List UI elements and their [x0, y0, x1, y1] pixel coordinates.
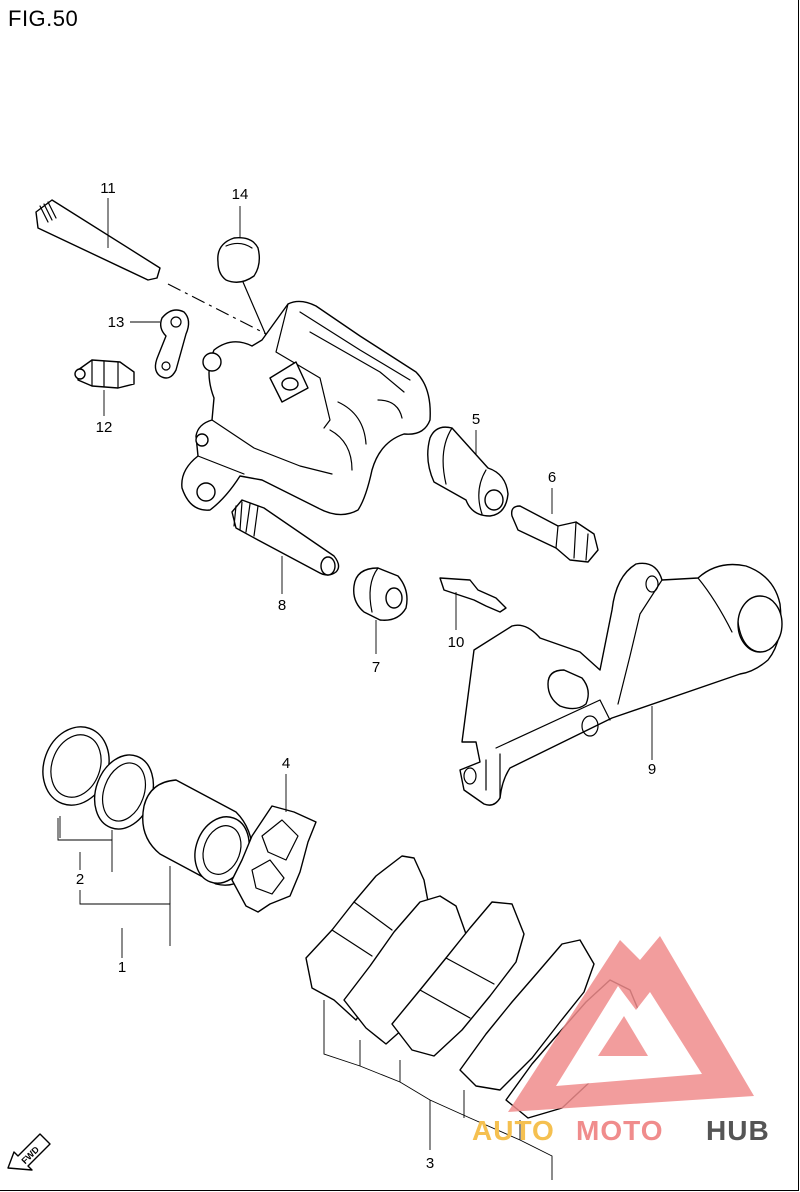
callout-11: 11 — [100, 180, 116, 197]
part-9-bracket — [459, 562, 783, 806]
part-6-bolt — [510, 505, 599, 563]
part-11-pad-pin — [35, 199, 279, 341]
caliper-body — [181, 300, 431, 516]
leader-lines — [57, 198, 653, 1180]
part-13-clip — [154, 309, 190, 379]
callout-14: 14 — [232, 186, 249, 203]
part-1-piston — [142, 779, 254, 886]
part-5-sleeve — [427, 426, 509, 517]
part-14-cap — [217, 237, 269, 341]
watermark-text-moto: MOTO — [576, 1115, 663, 1146]
callout-6: 6 — [548, 469, 556, 486]
callout-5: 5 — [472, 411, 480, 428]
callout-7: 7 — [372, 659, 380, 676]
callout-10: 10 — [448, 634, 465, 651]
part-7-boot — [353, 567, 408, 621]
callout-labels: 11 14 13 12 5 6 8 7 10 9 4 2 1 3 — [76, 180, 656, 1172]
fwd-direction-marker: FWD — [7, 1133, 51, 1171]
part-12-bleeder-valve — [74, 359, 135, 389]
part-10-pad-spring — [439, 577, 507, 613]
callout-4: 4 — [282, 755, 290, 772]
callout-8: 8 — [278, 597, 286, 614]
callout-13: 13 — [108, 314, 125, 331]
part-8-slide-pin — [231, 499, 340, 576]
part-4-shim — [231, 805, 317, 913]
callout-9: 9 — [648, 761, 656, 778]
figure-title: FIG.50 — [8, 6, 79, 31]
callout-12: 12 — [96, 419, 113, 436]
callout-2: 2 — [76, 871, 84, 888]
callout-1: 1 — [118, 959, 126, 976]
watermark-text-auto: AUTO — [472, 1115, 555, 1146]
callout-3: 3 — [426, 1155, 434, 1172]
watermark-text-hub: HUB — [706, 1115, 770, 1146]
watermark-logo: AUTO MOTO HUB — [472, 936, 770, 1146]
